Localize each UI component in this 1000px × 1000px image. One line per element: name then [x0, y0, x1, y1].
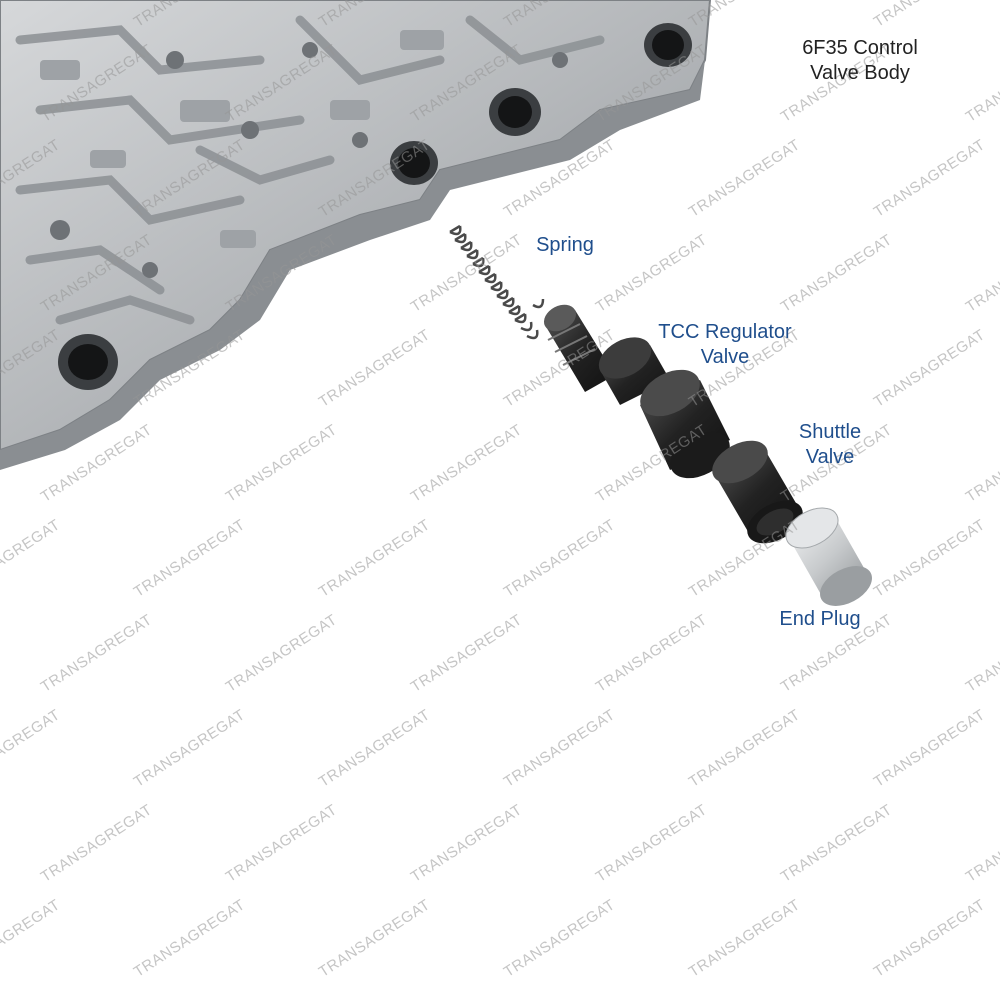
end-plug-label: End Plug [779, 608, 861, 630]
spring-label: Spring [536, 234, 594, 256]
valve-body-casting [0, 0, 712, 470]
spring-part [449, 224, 545, 340]
shuttle-valve-label: Shuttle Valve [798, 421, 862, 468]
end-plug-part [785, 507, 872, 606]
diagram-title: 6F35 Control Valve Body [802, 37, 918, 84]
tcc-regulator-valve-label: TCC Regulator Valve [658, 321, 792, 368]
